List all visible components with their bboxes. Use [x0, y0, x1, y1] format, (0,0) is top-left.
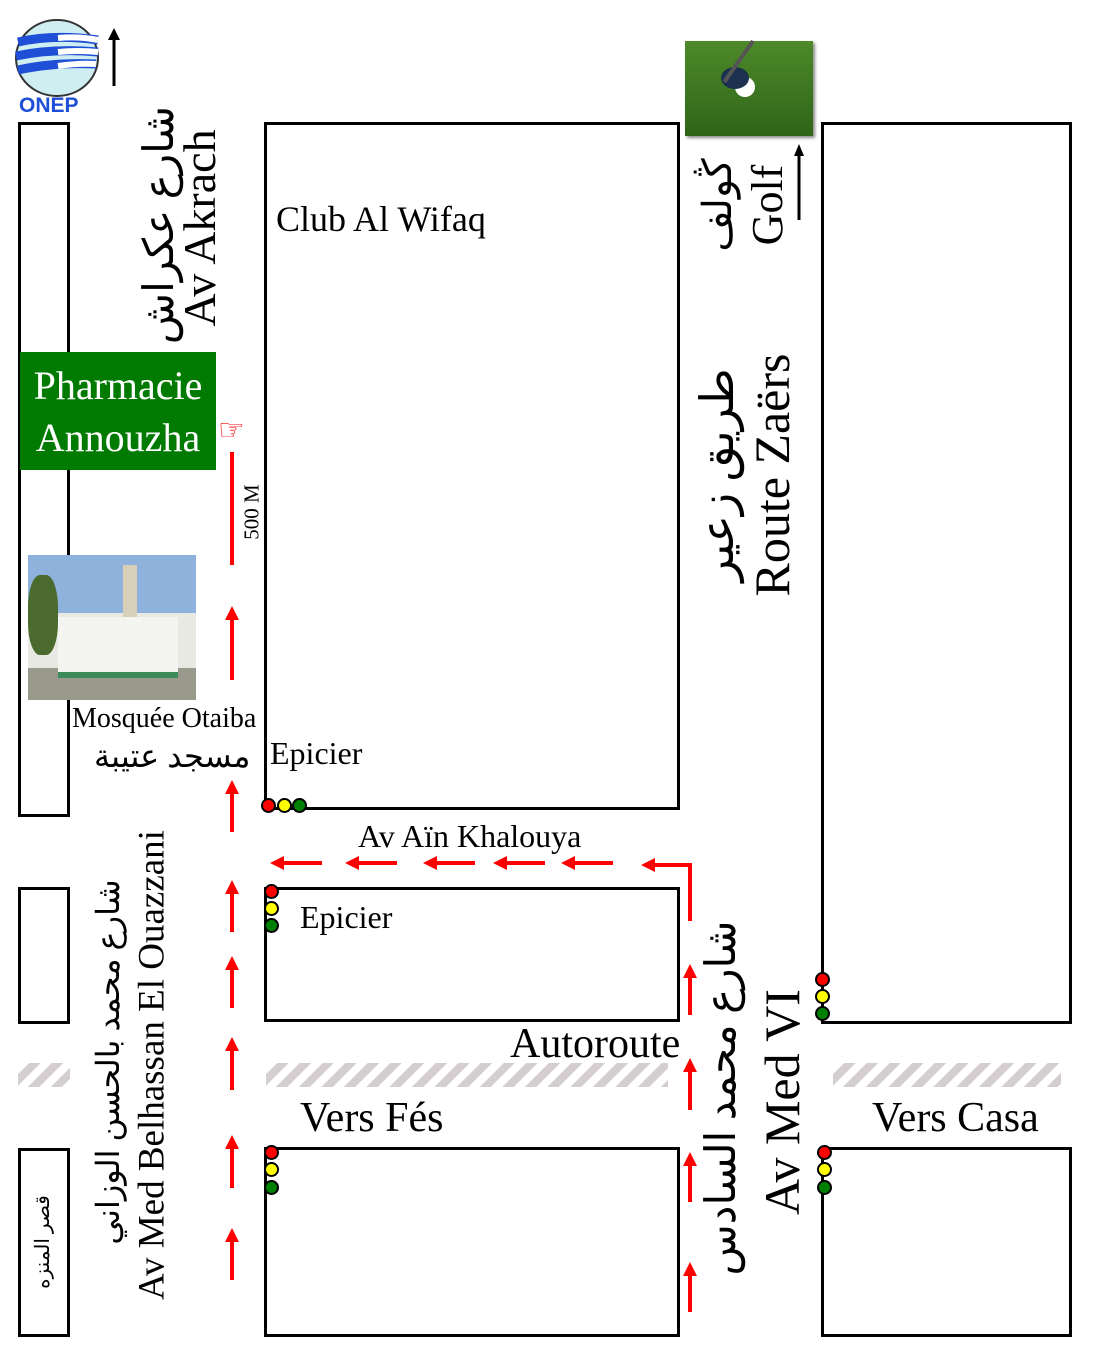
route-zaers-ar: طريق زعير [692, 368, 743, 582]
route-arrow-up-icon [225, 606, 239, 680]
traffic-light-yellow-icon [817, 1162, 832, 1177]
onep-logo: ONEP [14, 18, 100, 117]
mosque-photo [28, 555, 196, 700]
autoroute-left [18, 1063, 70, 1087]
av-belhassan-label: Av Med Belhassan El Ouazzani [131, 830, 173, 1300]
logo-text: ONEP [19, 94, 79, 117]
ksar-label: قصر المنزه [32, 1195, 54, 1289]
traffic-light-yellow-icon [264, 1162, 279, 1177]
distance-label: 500 M [239, 484, 264, 540]
traffic-light-red-icon [815, 972, 830, 987]
route-arrow-left-icon [345, 856, 397, 870]
av-ain-khalouya-label: Av Aïn Khalouya [358, 818, 582, 854]
block-bottom [264, 1147, 680, 1337]
route-arrow-up-icon [683, 1262, 697, 1312]
route-zaers-label: Route Zaërs [744, 353, 800, 597]
route-arrow-left-icon [423, 856, 475, 870]
route-turn [688, 863, 692, 921]
traffic-light-green-icon [815, 1006, 830, 1021]
golf-ar: ڭولف [695, 158, 740, 252]
route-arrow-left-icon [641, 858, 692, 872]
block-ksar [18, 1148, 70, 1337]
epicier-label-2: Epicier [300, 899, 393, 935]
autoroute-middle [266, 1063, 668, 1087]
north-arrow-icon [108, 28, 120, 86]
block-right-bottom [821, 1147, 1072, 1337]
traffic-light-green-icon [817, 1180, 832, 1195]
route-arrow-up-icon [225, 1228, 239, 1280]
epicier-label-1: Epicier [270, 735, 363, 771]
traffic-light-green-icon [264, 1180, 279, 1195]
traffic-light-red-icon [817, 1145, 832, 1160]
route-arrow-up-icon [225, 780, 239, 832]
golf-direction-arrow-icon [794, 144, 804, 220]
club-label: Club Al Wifaq [276, 199, 486, 239]
autoroute-label: Autoroute [510, 1021, 681, 1067]
route-arrow-left-icon [561, 856, 613, 870]
block-right-top [821, 122, 1072, 1024]
route-arrow-up-icon [683, 964, 697, 1015]
route-arrow-up-icon [225, 1037, 239, 1090]
route-arrow-up-icon [225, 1135, 239, 1188]
av-akrach-label: Av Akrach [174, 129, 225, 327]
traffic-light-red-icon [261, 798, 276, 813]
route-arrow-up-icon [225, 956, 239, 1008]
vers-casa-label: Vers Casa [872, 1095, 1039, 1141]
route-arrow-up-icon [225, 880, 239, 932]
route-arrow-up-icon [683, 1058, 697, 1110]
pointing-hand-icon: ☜ [218, 414, 245, 447]
golf-photo [685, 39, 813, 136]
distance-bar [230, 452, 234, 565]
traffic-light-red-icon [264, 884, 279, 899]
traffic-light-green-icon [264, 918, 279, 933]
block-middle [264, 887, 680, 1022]
route-arrow-left-icon [493, 856, 545, 870]
route-arrow-up-icon [683, 1152, 697, 1202]
route-arrow-left-icon [270, 856, 322, 870]
traffic-light-yellow-icon [815, 989, 830, 1004]
vers-fes-label: Vers Fés [300, 1095, 444, 1141]
pharmacy-name-line1: Pharmacie [33, 363, 203, 408]
traffic-light-yellow-icon [264, 901, 279, 916]
block-left-middle [18, 887, 70, 1024]
av-med-vi-label: Av Med VI [754, 989, 810, 1215]
block-club [264, 122, 680, 810]
av-med-vi-ar: شارع محمد السادس [699, 920, 745, 1276]
traffic-light-yellow-icon [277, 798, 292, 813]
autoroute-right [833, 1063, 1061, 1087]
mosque-ar: مسجد عتيبة [94, 738, 251, 774]
traffic-light-green-icon [292, 798, 307, 813]
mosque-label: Mosquée Otaiba [72, 703, 257, 734]
pharmacy-name-line2: Annouzha [35, 415, 201, 460]
pharmacy-annouzha: Pharmacie Annouzha [20, 352, 216, 470]
av-belhassan-ar: شارع محمد بالحسن الوزاني [90, 879, 126, 1245]
golf-label: Golf [743, 164, 792, 246]
traffic-light-red-icon [264, 1145, 279, 1160]
